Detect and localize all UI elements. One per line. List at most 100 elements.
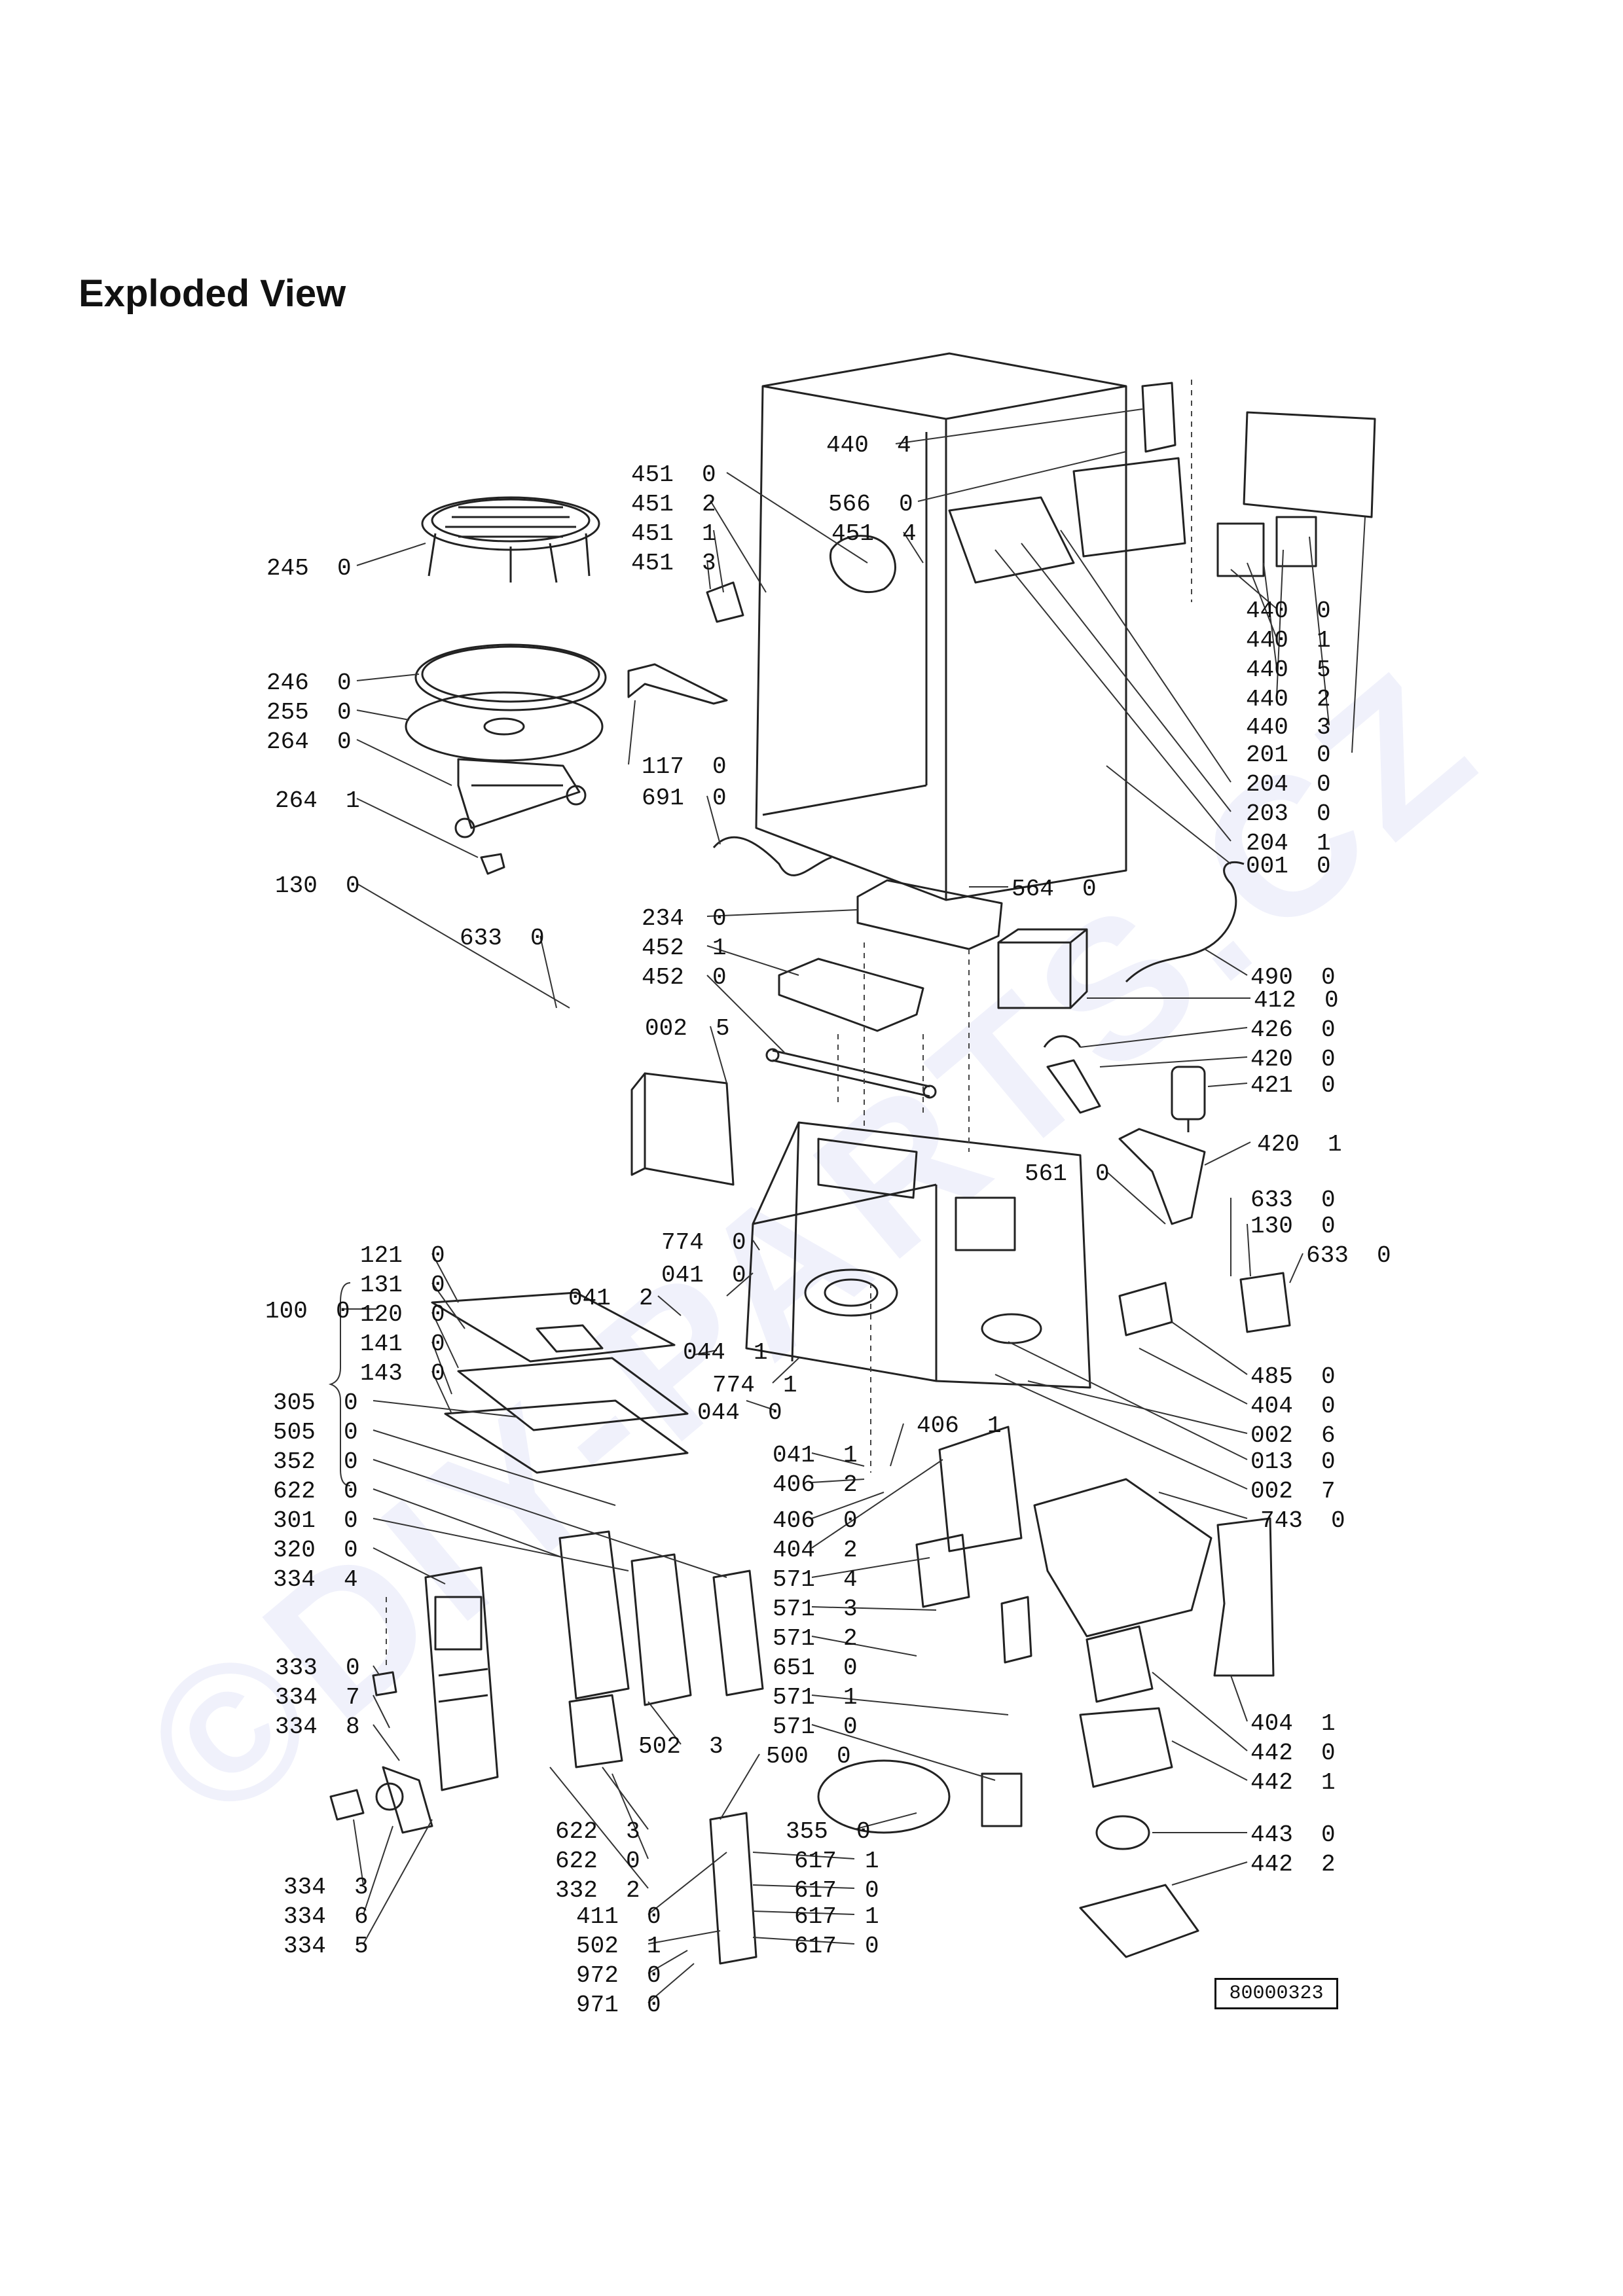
callout-571-4: 571 4 [773,1566,858,1593]
part-mains-cable-490-0 [1125,861,1245,983]
callout-001-0: 001 0 [1246,853,1331,880]
callout-246-0: 246 0 [266,670,352,696]
callout-334-6: 334 6 [283,1903,369,1930]
part-glass-plate-255-0 [405,691,604,762]
part-thermal-fuse-485-0 [1118,1282,1173,1336]
callout-334-3: 334 3 [283,1874,369,1901]
callout-505-0: 505 0 [273,1419,358,1446]
callout-451-3: 451 3 [631,550,716,577]
callout-633-0-b: 633 0 [1250,1187,1336,1213]
callout-500-0: 500 0 [766,1743,851,1770]
part-bracket-117-0 [627,663,728,705]
callout-141-0: 141 0 [360,1331,445,1357]
callout-743-0: 743 0 [1260,1507,1345,1534]
callout-651-0: 651 0 [773,1655,858,1681]
callout-201-0: 201 0 [1246,742,1331,768]
part-bracket-420-1 [1118,1128,1206,1225]
callout-334-7: 334 7 [275,1684,360,1711]
callout-406-1: 406 1 [917,1412,1002,1439]
part-cavity-chassis [745,1121,1091,1389]
part-shield-452-1 [778,958,924,1032]
part-rack-245-0 [421,496,600,583]
callout-255-0: 255 0 [266,699,352,726]
callout-041-1: 041 1 [773,1442,858,1469]
part-switch-440-1 [1275,516,1317,567]
callout-502-3: 502 3 [638,1733,723,1760]
callout-320-0: 320 0 [273,1537,358,1564]
callout-130-0-b: 130 0 [1250,1213,1336,1240]
callout-404-0: 404 0 [1250,1393,1336,1420]
callout-971-0: 971 0 [576,1992,661,2018]
part-cover-355-0 [817,1759,951,1834]
callout-440-0: 440 0 [1246,598,1331,624]
part-bracket-440-4 [1141,382,1176,453]
callout-421-0: 421 0 [1250,1072,1336,1099]
callout-406-2: 406 2 [773,1471,858,1498]
callout-633-0-a: 633 0 [460,925,545,952]
callout-622-0-a: 622 0 [273,1478,358,1505]
part-board-352-0 [630,1553,692,1706]
part-heater-452-0 [765,1048,937,1099]
callout-440-5: 440 5 [1246,656,1331,683]
callout-622-0-b: 622 0 [555,1848,640,1874]
callout-451-1: 451 1 [631,520,716,547]
callout-100-0: 100 0 [265,1298,350,1325]
callout-617-1-a: 617 1 [794,1848,879,1874]
callout-404-2: 404 2 [773,1537,858,1564]
callout-130-0-a: 130 0 [275,872,360,899]
callout-332-2: 332 2 [555,1877,640,1904]
callout-617-1-b: 617 1 [794,1903,879,1930]
callout-571-0: 571 0 [773,1713,858,1740]
callout-420-0: 420 0 [1250,1046,1336,1073]
callout-443-0: 443 0 [1250,1821,1336,1848]
part-knob-assembly-334 [329,1766,433,1834]
part-coupler-264-1 [480,853,505,875]
part-cover-234-0 [856,879,1003,950]
part-stirrer-451-0 [830,535,896,594]
callout-352-0: 352 0 [273,1448,358,1475]
callout-440-2: 440 2 [1246,686,1331,713]
callout-264-1: 264 1 [275,787,360,814]
callout-013-0: 013 0 [1250,1448,1336,1475]
callout-451-0: 451 0 [631,461,716,488]
callout-564-0: 564 0 [1012,876,1097,903]
callout-406-0: 406 0 [773,1507,858,1534]
part-switch-440-0 [1216,522,1265,577]
part-side-panel-002-5 [630,1072,735,1186]
callout-617-0-a: 617 0 [794,1877,879,1904]
callout-120-0: 120 0 [360,1301,445,1328]
part-fan-blade-451-3 [706,581,744,623]
callout-044-0: 044 0 [697,1399,782,1426]
callout-041-0: 041 0 [661,1262,746,1289]
callout-131-0: 131 0 [360,1272,445,1299]
page-title: Exploded View [79,272,346,315]
part-waveguide-204-0 [948,496,1075,584]
callout-633-0-c: 633 0 [1306,1242,1391,1269]
callout-691-0: 691 0 [642,785,727,812]
part-board-500-0 [709,1812,757,1965]
part-switch-130-0 [1239,1272,1291,1333]
callout-301-0: 301 0 [273,1507,358,1534]
callout-334-8: 334 8 [275,1713,360,1740]
part-fan-442-1 [1079,1707,1173,1788]
callout-117-0: 117 0 [642,753,727,780]
callout-044-1: 044 1 [683,1339,768,1366]
callout-561-0: 561 0 [1025,1160,1110,1187]
callout-334-4: 334 4 [273,1566,358,1593]
part-fan-motor-404-2 [938,1426,1023,1552]
callout-426-0: 426 0 [1250,1016,1336,1043]
part-motor-442-0 [1085,1625,1154,1703]
callout-442-0: 442 0 [1250,1740,1336,1767]
callout-305-0: 305 0 [273,1390,358,1416]
part-control-panel-320-0 [424,1566,499,1791]
callout-002-7: 002 7 [1250,1478,1336,1505]
callout-121-0: 121 0 [360,1242,445,1269]
callout-622-3: 622 3 [555,1818,640,1845]
part-base-plate-442-2 [1079,1884,1199,1958]
part-transformer-412-0 [997,928,1088,1009]
part-roller-support-264-0 [454,758,587,838]
callout-571-1: 571 1 [773,1684,858,1711]
part-lamp-571-2 [1000,1596,1032,1664]
callout-labels: 440 4 451 0 451 2 566 0 451 1 451 4 451 … [265,432,1391,2018]
